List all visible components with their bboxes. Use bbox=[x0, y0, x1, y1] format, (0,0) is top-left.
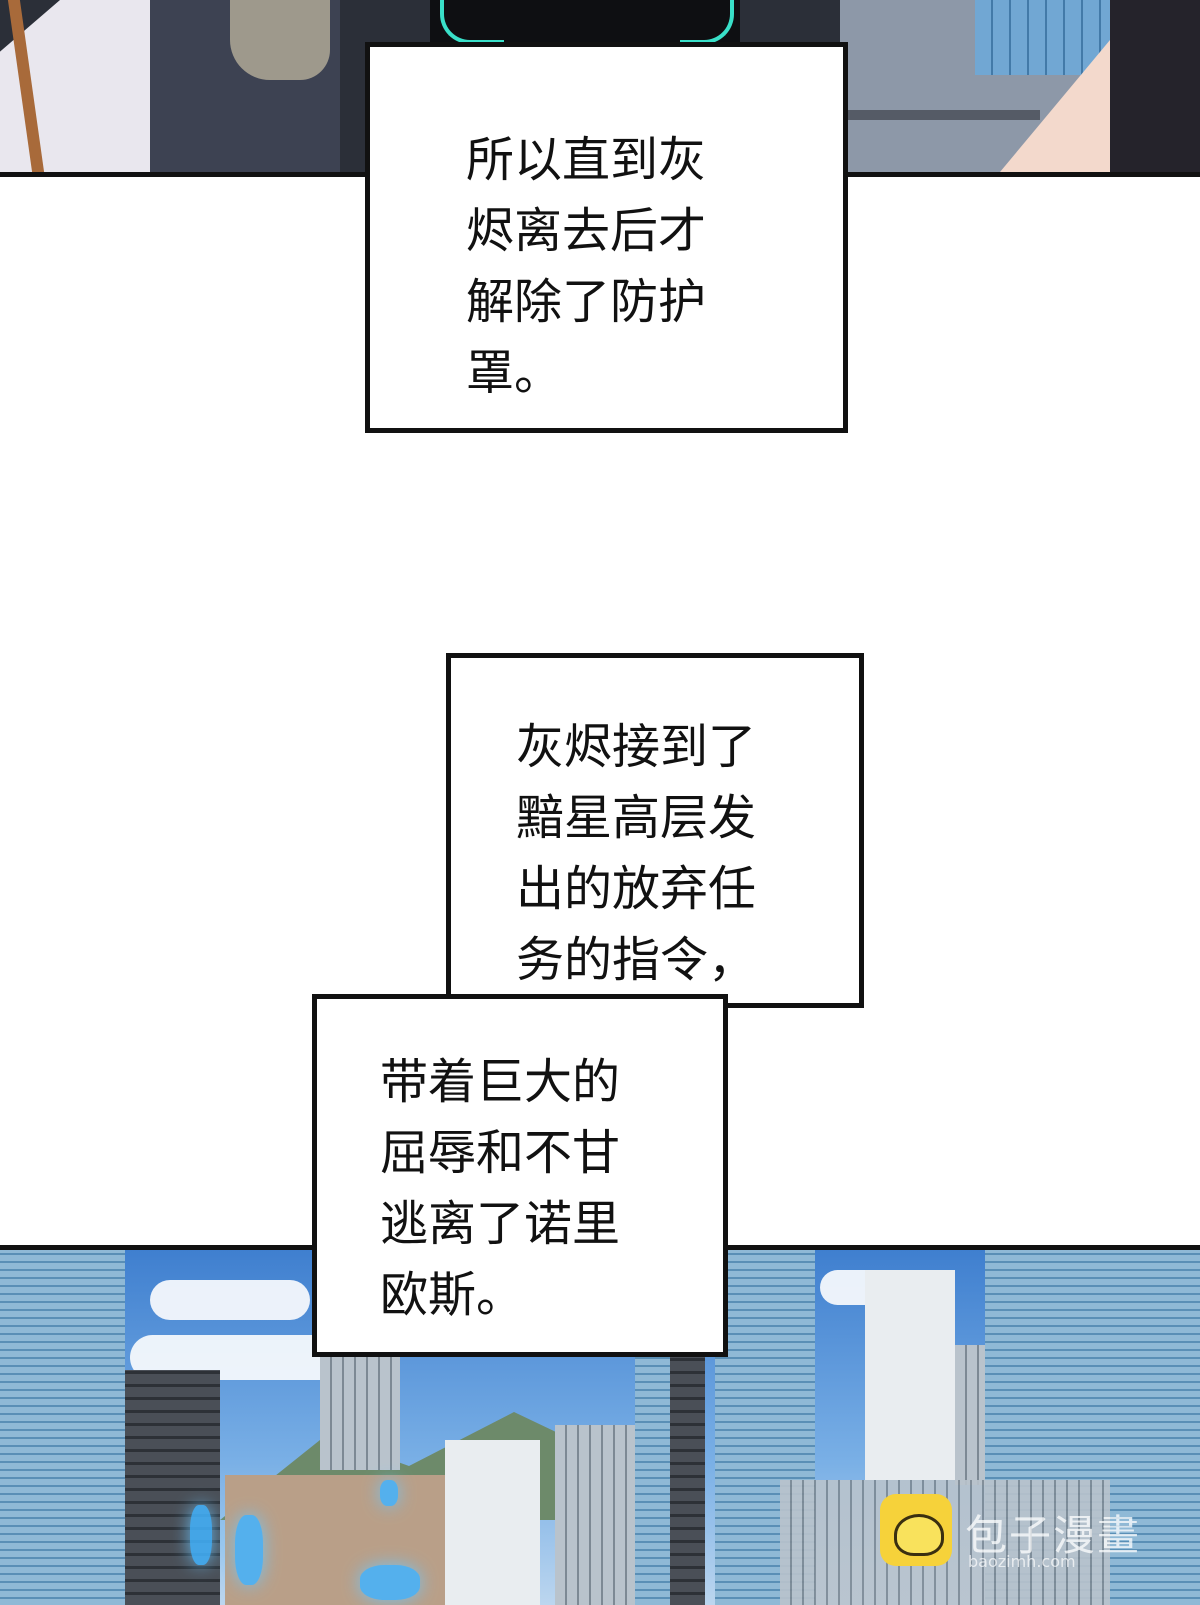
glass-skyscraper bbox=[0, 1250, 125, 1605]
bun-mascot-icon bbox=[880, 1494, 952, 1566]
watermark-site: baozimh.com bbox=[968, 1552, 1076, 1571]
caption-box-1: 所以直到灰 烬离去后才 解除了防护 罩。 bbox=[365, 42, 848, 433]
water-orb bbox=[380, 1480, 398, 1506]
caption-text-2: 灰烬接到了 黯星高层发 出的放弃任 务的指令， bbox=[516, 719, 757, 988]
spire-tower bbox=[670, 1335, 705, 1605]
white-tower bbox=[445, 1440, 540, 1605]
caption-text-1: 所以直到灰 烬离去后才 解除了防护 罩。 bbox=[466, 132, 707, 401]
clenched-fist bbox=[230, 0, 330, 80]
white-highrise bbox=[865, 1270, 955, 1480]
dark-office-tower bbox=[125, 1370, 220, 1605]
caption-box-2: 灰烬接到了 黯星高层发 出的放弃任 务的指令， bbox=[446, 653, 864, 1008]
distant-tower bbox=[320, 1350, 400, 1470]
cloud bbox=[150, 1280, 310, 1320]
water-orb bbox=[190, 1505, 212, 1565]
watermark-brand: 包子漫畫 bbox=[965, 1511, 1142, 1560]
railing bbox=[840, 110, 1040, 120]
character-hair bbox=[1110, 0, 1200, 172]
water-orb bbox=[360, 1565, 420, 1600]
caption-box-3: 带着巨大的 屈辱和不甘 逃离了诺里 欧斯。 bbox=[312, 994, 728, 1357]
narrow-tower bbox=[955, 1345, 985, 1485]
site-watermark: 包子漫畫 baozimh.com bbox=[880, 1494, 1170, 1574]
water-orb bbox=[235, 1515, 263, 1585]
city-comic-panel bbox=[0, 1245, 1200, 1605]
caption-text-3: 带着巨大的 屈辱和不甘 逃离了诺里 欧斯。 bbox=[380, 1054, 621, 1323]
